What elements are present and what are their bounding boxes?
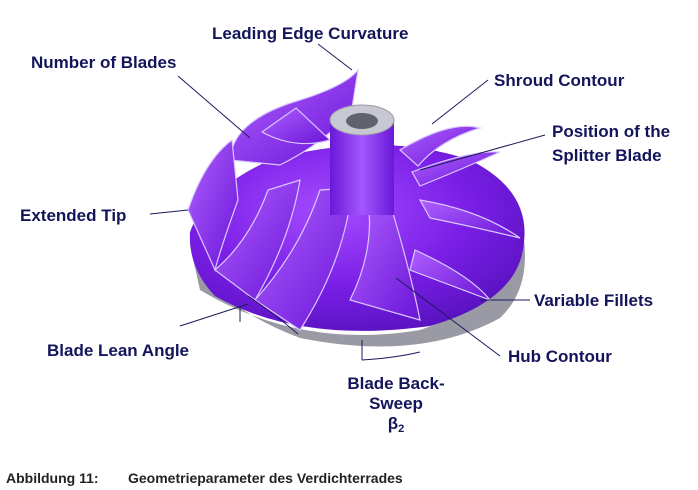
label-backsweep-line2: Sweep (369, 394, 423, 413)
blades (187, 67, 521, 331)
impeller-figure (149, 43, 546, 361)
leader-lines (149, 43, 546, 361)
leader-shroud (431, 79, 489, 125)
label-blade-lean-angle: Blade Lean Angle (47, 341, 190, 360)
caption-text: Geometrieparameter des Verdichterrades (128, 470, 403, 486)
label-number-of-blades: Number of Blades (31, 53, 177, 72)
leader-splitter (419, 134, 546, 171)
label-variable-fillets: Variable Fillets (534, 291, 654, 310)
leader-hub-contour (395, 277, 501, 357)
figure-caption: Abbildung 11: Geometrieparameter des Verd… (6, 470, 403, 486)
leader-blade-lean (179, 303, 249, 327)
blade (260, 107, 332, 145)
label-backsweep-line1: Blade Back- (347, 374, 445, 393)
backsweep-arc (361, 340, 421, 361)
label-backsweep-symbol: β2 (334, 414, 458, 439)
lean-angle-arc (239, 295, 299, 335)
beta-subscript: 2 (398, 423, 405, 435)
label-splitter-line1: Position of the (552, 122, 671, 141)
caption-number: Abbildung 11: (6, 470, 99, 486)
label-backsweep: Blade Back- Sweep β2 (334, 374, 458, 439)
blade (187, 138, 239, 272)
beta-symbol: β (387, 414, 399, 433)
label-hub-contour: Hub Contour (508, 347, 612, 366)
leader-extended-tip (149, 209, 189, 215)
shaft (330, 120, 394, 215)
label-extended-tip: Extended Tip (20, 206, 127, 225)
blade (214, 179, 301, 301)
label-splitter-line2: Splitter Blade (552, 146, 662, 165)
blade (398, 125, 483, 167)
shaft-bore (346, 113, 378, 129)
label-leading-edge-curvature: Leading Edge Curvature (212, 24, 409, 43)
blade (418, 199, 521, 239)
leader-number-of-blades (177, 75, 251, 139)
label-shroud-contour: Shroud Contour (494, 71, 625, 90)
leader-leading-edge (317, 43, 353, 71)
blade (411, 151, 501, 187)
